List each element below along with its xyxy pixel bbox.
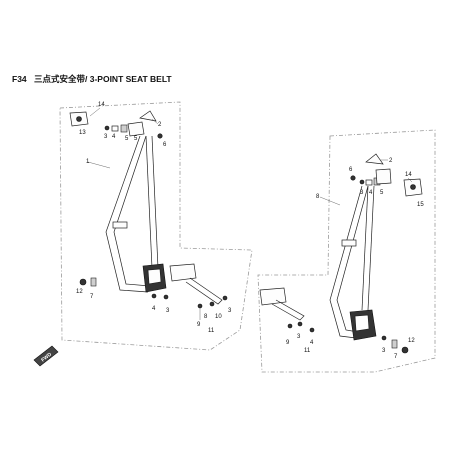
callout-left-10: 10 (215, 314, 222, 320)
callout-left-7: 7 (90, 294, 94, 300)
callout-left-8: 8 (204, 314, 208, 320)
callout-right-14: 14 (405, 172, 412, 178)
right-seat-belt-assembly (259, 153, 423, 354)
fwd-badge: FWD (33, 345, 59, 367)
left-washer-10 (209, 301, 215, 307)
left-washer-4 (111, 125, 119, 132)
left-shoulder-guide (127, 121, 145, 137)
callout-left-12: 12 (76, 289, 83, 295)
callout-left-11: 11 (208, 328, 215, 334)
left-buckle-tongue (169, 263, 197, 282)
callout-left-3b: 3 (166, 308, 170, 314)
right-nut-4 (309, 327, 315, 333)
left-spacer-5 (120, 124, 128, 133)
right-belt-vertical (361, 185, 369, 311)
left-anchor-bolt-12 (79, 278, 87, 286)
right-washer-4 (365, 179, 373, 186)
callout-left-4a: 4 (112, 134, 116, 140)
left-retractor-cover (147, 268, 162, 285)
callout-left-4b: 4 (152, 306, 156, 312)
leader-right-14 (407, 177, 413, 183)
callout-right-8: 8 (316, 194, 320, 200)
callout-right-15: 15 (417, 202, 424, 208)
right-group-outline (257, 129, 436, 373)
left-nut-4 (151, 293, 157, 299)
right-trim-cap (365, 153, 384, 165)
right-buckle-stalk (271, 299, 305, 321)
left-belt-guide-clip (112, 221, 128, 229)
figure-title: 三点式安全带/ 3-POINT SEAT BELT (34, 74, 172, 84)
left-trim-cap (139, 110, 157, 122)
right-bolt-9 (287, 323, 293, 329)
left-group-outline (59, 101, 253, 351)
right-bolt-6 (350, 175, 356, 181)
right-nut-3-stalk (297, 321, 303, 327)
left-spacer-7 (90, 277, 97, 287)
callout-left-5a: 5 (125, 136, 129, 142)
callout-left-9: 9 (197, 322, 201, 328)
left-bolt-9 (197, 303, 203, 309)
right-nut-3-lower (381, 335, 387, 341)
leader-right-8 (319, 196, 341, 206)
right-belt-guide-clip (341, 239, 357, 247)
callout-right-3a: 3 (360, 190, 364, 196)
left-seat-belt-assembly (69, 110, 228, 309)
right-shoulder-guide (375, 168, 392, 185)
left-belt-webbing-outer (105, 135, 149, 293)
fwd-label: FWD (40, 351, 53, 363)
callout-right-7: 7 (394, 354, 398, 360)
left-leader-lines (87, 107, 201, 320)
right-buckle-tongue (259, 287, 287, 306)
leader-left-1 (87, 161, 111, 169)
right-anchor-bolt-hole (410, 184, 416, 190)
callout-right-2: 2 (389, 158, 393, 164)
right-leader-lines (319, 159, 413, 206)
left-belt-vertical (145, 135, 153, 269)
callout-right-3b: 3 (297, 334, 301, 340)
right-spacer-7 (391, 339, 398, 349)
callout-right-4b: 4 (310, 340, 314, 346)
title-bar (6, 72, 446, 86)
left-anchor-bolt-hole (76, 116, 82, 122)
callout-right-6: 6 (349, 167, 353, 173)
left-bolt-6 (157, 133, 163, 139)
figure-code: F34 (12, 74, 27, 84)
right-anchor-bolt-12 (401, 346, 409, 354)
callout-left-5b: 5 (134, 136, 138, 142)
callout-left-13: 13 (79, 130, 86, 136)
callout-left-6: 6 (163, 142, 167, 148)
callout-right-5: 5 (380, 190, 384, 196)
left-belt-webbing-inner (113, 135, 151, 287)
left-belt-vertical-2 (151, 135, 159, 269)
callout-right-3c: 3 (382, 348, 386, 354)
left-nut-3 (104, 125, 110, 131)
right-belt-vertical-2 (367, 185, 375, 311)
right-nut-3 (359, 179, 365, 185)
callout-right-4a: 4 (369, 190, 373, 196)
leader-left-14 (89, 107, 101, 117)
callout-right-12: 12 (408, 338, 415, 344)
title-block: F34 三点式安全带/ 3-POINT SEAT BELT (6, 72, 446, 86)
fwd-arrow-icon (33, 345, 59, 367)
callout-right-11: 11 (304, 348, 311, 354)
callout-left-3c: 3 (228, 308, 232, 314)
callout-left-14: 14 (98, 102, 105, 108)
left-callouts: 14 13 3 4 5 2 6 1 12 7 4 3 9 10 3 8 11 5 (76, 102, 232, 334)
callout-left-3a: 3 (104, 134, 108, 140)
callout-right-9: 9 (286, 340, 290, 346)
leader-left-2 (151, 118, 159, 125)
callout-left-2: 2 (158, 122, 162, 128)
left-buckle-stalk (185, 277, 223, 305)
right-callouts: 2 6 3 4 5 14 15 8 9 3 4 11 3 7 12 (286, 158, 424, 360)
left-nut-3-stalk (222, 295, 228, 301)
left-nut-3-lower (163, 294, 169, 300)
right-retractor-cover (354, 314, 370, 332)
